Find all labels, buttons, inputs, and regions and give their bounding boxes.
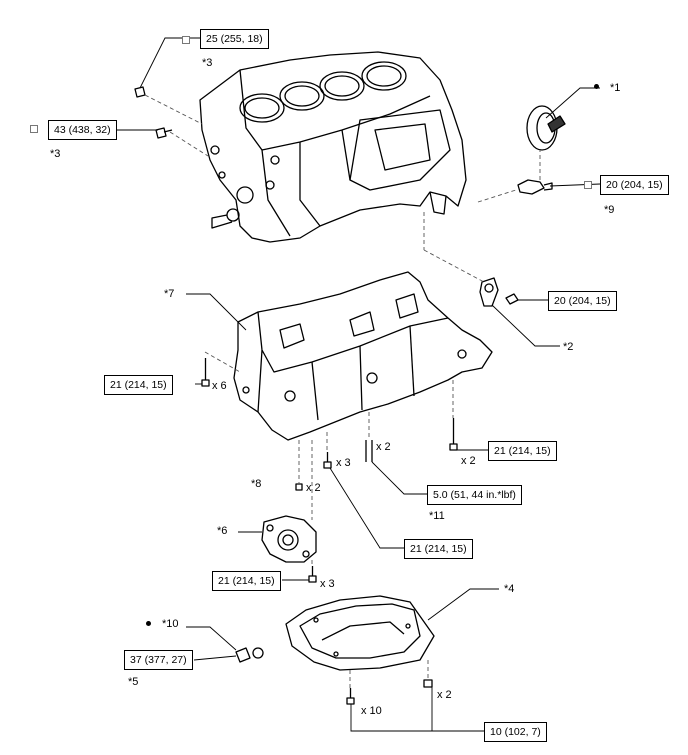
callout-3-left: *3 — [50, 148, 61, 160]
torque-box-21-pump: 21 (214, 15) — [212, 571, 281, 591]
qty-x3-mid: x 3 — [336, 457, 351, 469]
new-part-dot-icon — [594, 84, 599, 89]
callout-2: *2 — [563, 341, 574, 353]
alignment-lines — [144, 94, 541, 688]
nut-oil-pan — [423, 679, 433, 688]
torque-box-43: 43 (438, 32) — [48, 120, 117, 140]
qty-x2-right: x 2 — [461, 455, 476, 467]
callout-5: *5 — [128, 676, 139, 688]
plug-bolt-left — [155, 127, 173, 139]
callout-1: *1 — [610, 82, 621, 94]
reuse-square-icon — [584, 181, 592, 189]
knock-sensor — [479, 277, 519, 307]
bolt-lower-crankcase-left — [201, 358, 210, 387]
callout-6: *6 — [217, 525, 228, 537]
callout-8: *8 — [251, 478, 262, 490]
torque-box-20-switch: 20 (204, 15) — [600, 175, 669, 195]
drain-plug — [235, 647, 264, 663]
torque-box-25: 25 (255, 18) — [200, 29, 269, 49]
torque-box-5: 5.0 (51, 44 in.*lbf) — [427, 485, 522, 505]
callout-7: *7 — [164, 288, 175, 300]
callout-3-top: *3 — [202, 57, 213, 69]
qty-x6: x 6 — [212, 380, 227, 392]
plug-bolt-top — [134, 86, 146, 98]
reuse-square-icon — [30, 125, 38, 133]
bolt-oil-pan — [346, 688, 355, 705]
qty-x3-pump: x 3 — [320, 578, 335, 590]
bolt-oil-pump — [308, 566, 317, 583]
new-part-dot-icon — [146, 621, 151, 626]
bolt-mid — [323, 452, 332, 469]
torque-box-21-mid: 21 (214, 15) — [404, 539, 473, 559]
qty-x2-pan: x 2 — [437, 689, 452, 701]
qty-x2-pin: x 2 — [306, 482, 321, 494]
bolt-lower-crankcase-right — [449, 418, 458, 451]
callout-9: *9 — [604, 204, 615, 216]
oil-pan — [285, 595, 435, 671]
leader-lines — [115, 37, 601, 732]
stud-bolt — [365, 440, 373, 462]
callout-11: *11 — [429, 510, 445, 522]
qty-x2-stud: x 2 — [376, 441, 391, 453]
qty-x10: x 10 — [361, 705, 382, 717]
callout-4: *4 — [504, 583, 515, 595]
torque-box-10: 10 (102, 7) — [484, 722, 547, 742]
oil-pressure-switch — [517, 179, 553, 195]
torque-box-20-sensor: 20 (204, 15) — [548, 291, 617, 311]
oil-pump — [261, 515, 317, 563]
rear-oil-seal — [526, 105, 566, 151]
callout-10: *10 — [162, 618, 179, 630]
torque-box-21-left: 21 (214, 15) — [104, 375, 173, 395]
torque-box-37: 37 (377, 27) — [124, 650, 193, 670]
cylinder-block — [199, 51, 467, 243]
dowel-pin — [295, 483, 303, 491]
lower-crankcase — [233, 271, 493, 441]
reuse-square-icon — [182, 36, 190, 44]
torque-box-21-right: 21 (214, 15) — [488, 441, 557, 461]
